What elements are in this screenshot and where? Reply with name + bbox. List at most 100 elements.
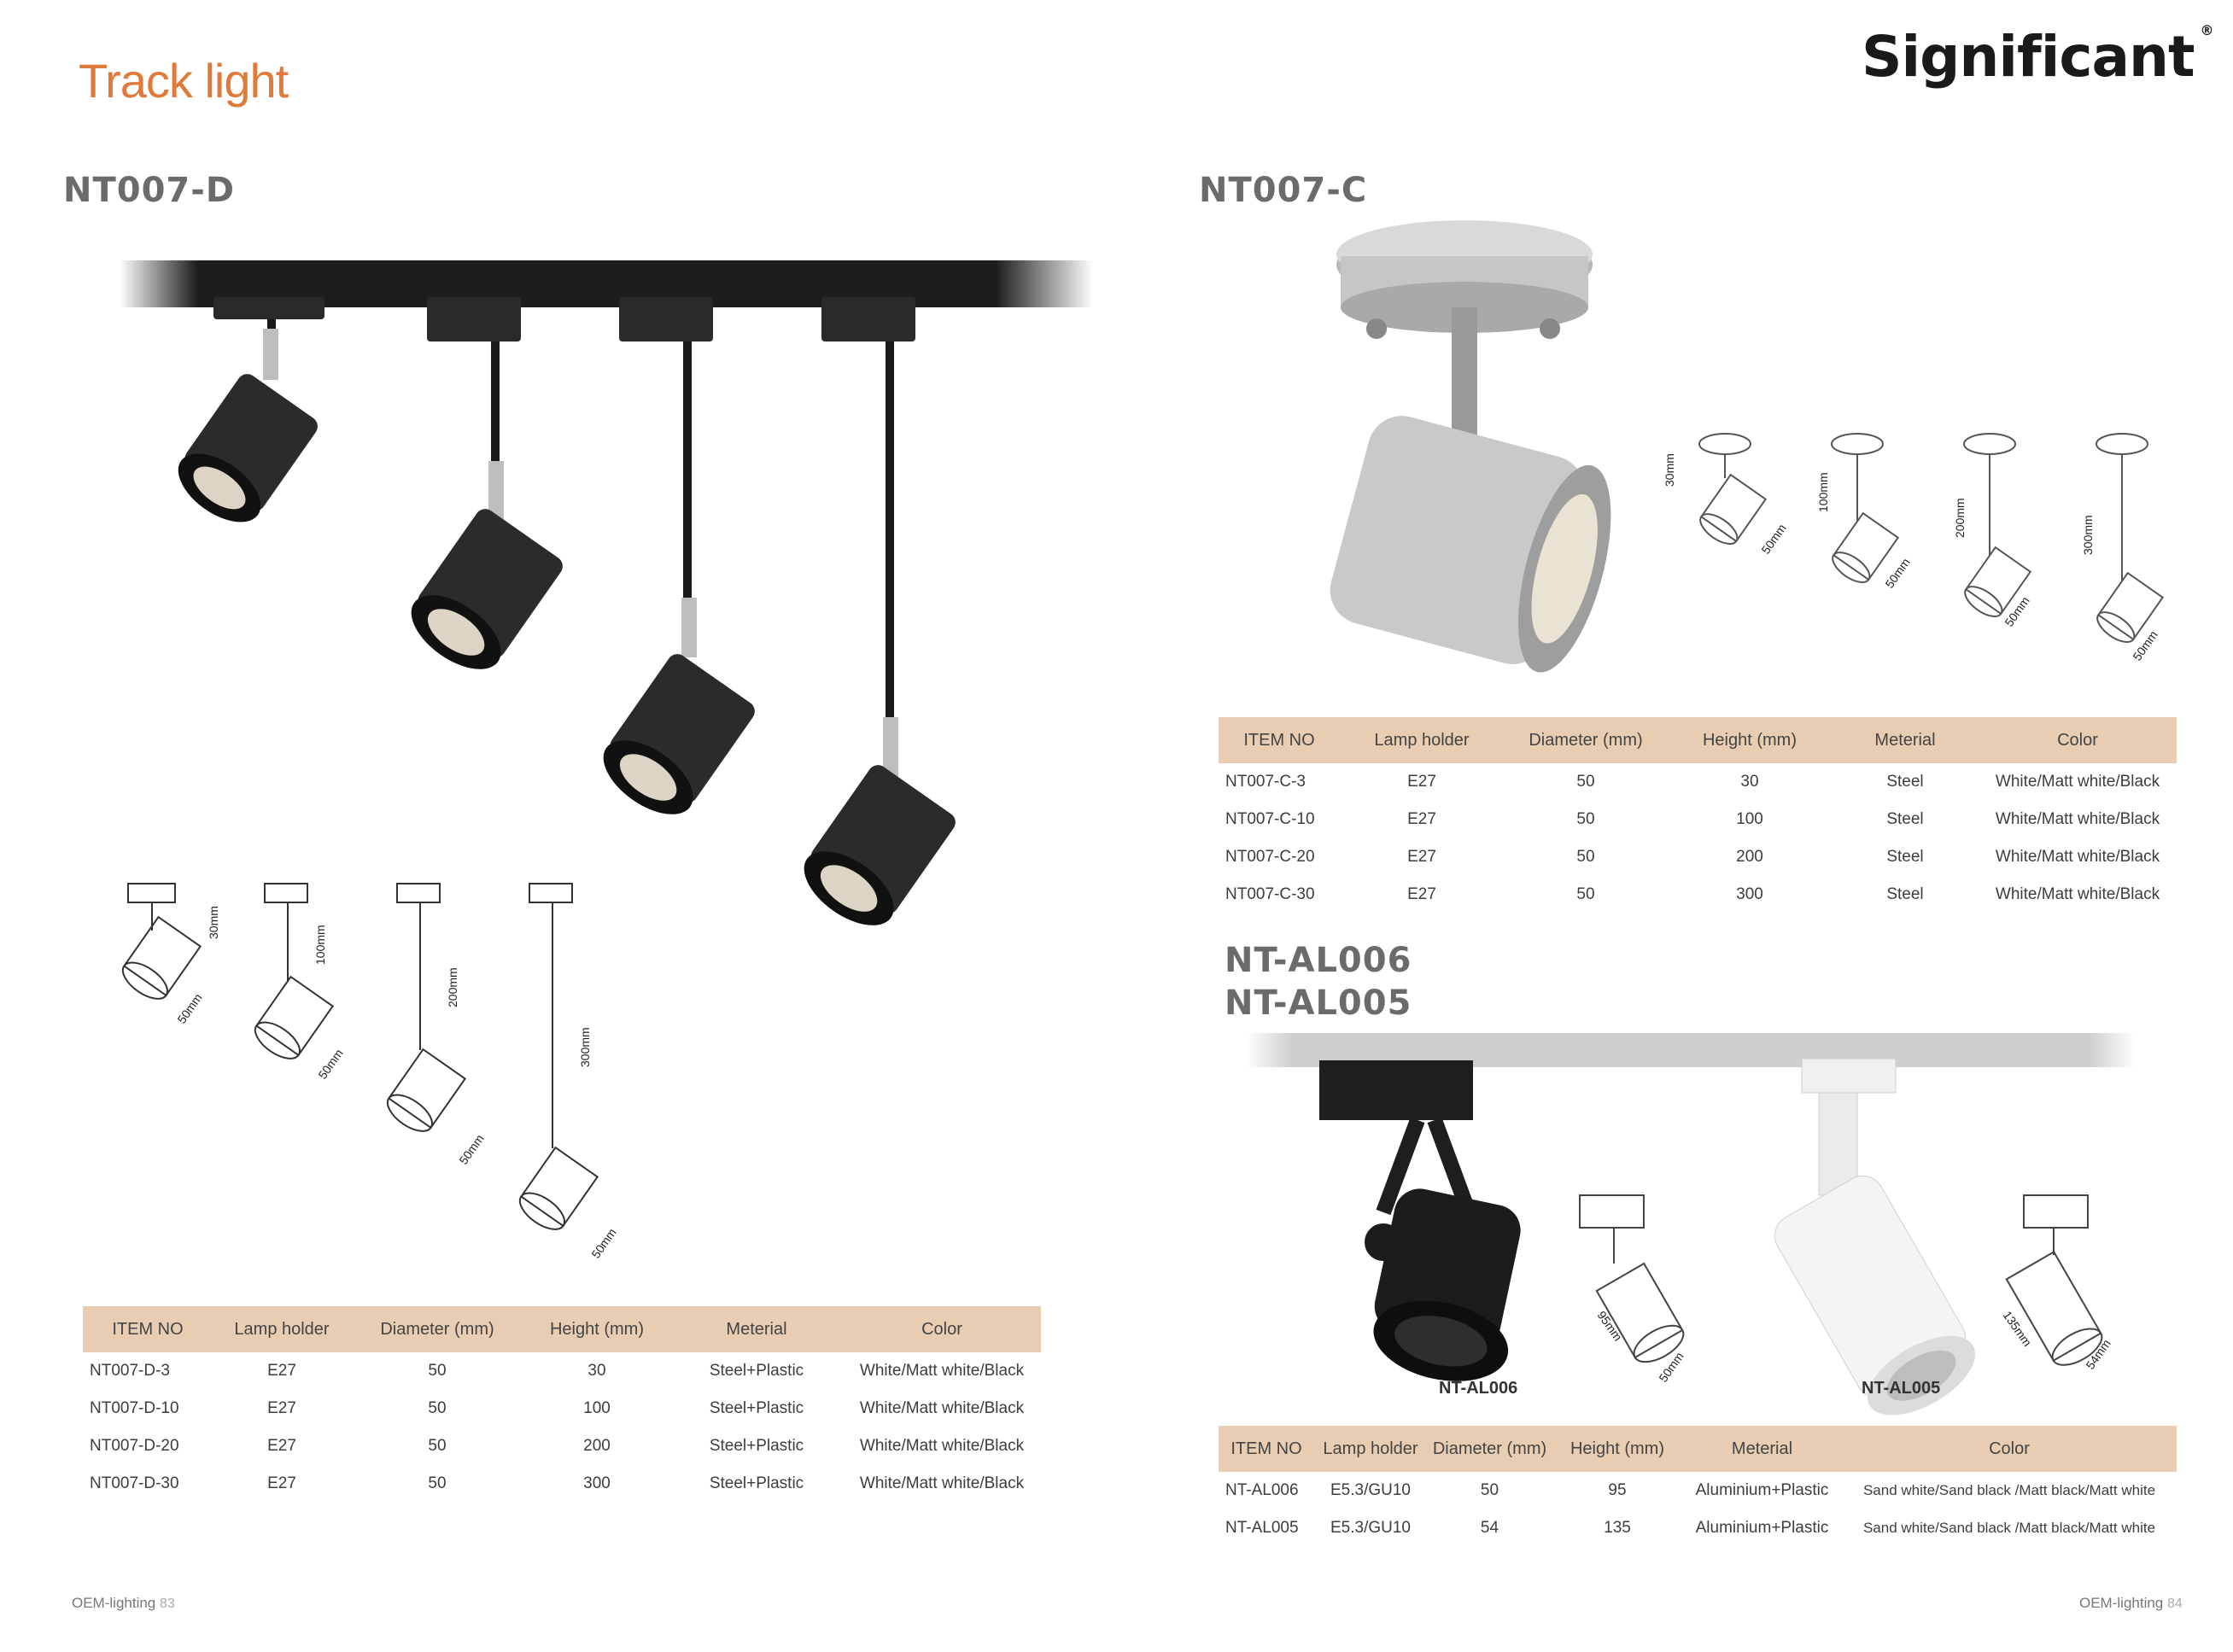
table-cell: Steel+Plastic [709, 1362, 804, 1380]
table-cell: Steel [1886, 885, 1924, 903]
lamp-head [1330, 416, 1611, 673]
column-header: Lamp holder [1314, 1426, 1427, 1472]
column-header: ITEM NO [83, 1306, 213, 1352]
caption-nt-al005: NT-AL005 [1862, 1379, 1941, 1398]
table-cell: 50 [1576, 885, 1595, 903]
page-number: 84 [2167, 1597, 2183, 1611]
column-header: Height (mm) [1668, 717, 1832, 763]
dim-label: 135mm [2001, 1309, 2035, 1349]
table-cell: White/Matt white/Black [859, 1399, 1025, 1417]
table-cell: E27 [1407, 773, 1436, 791]
table-cell: 50 [1576, 773, 1595, 791]
dim-label: 100mm [313, 925, 327, 965]
table-cell: NT007-C-10 [1225, 810, 1315, 828]
table-cell: E5.3/GU10 [1330, 1519, 1411, 1537]
table-cell: E27 [267, 1474, 296, 1492]
table-cell: 30 [1740, 773, 1759, 791]
table-cell: 50 [428, 1362, 447, 1380]
brand-logo: Significant ® [1862, 22, 2214, 90]
column-header: Height (mm) [1552, 1426, 1682, 1472]
table-cell: 100 [583, 1399, 611, 1417]
nt007-c-dimension-drawings: 30mm 50mm 100mm 50mm 200mm 50mm 300mm 50… [1663, 433, 2165, 663]
table-cell: 200 [1736, 848, 1763, 866]
table-cell: 200 [583, 1437, 611, 1455]
table-cell: E27 [1407, 885, 1436, 903]
table-cell: E27 [267, 1399, 296, 1417]
dim-label: 200mm [1953, 498, 1967, 538]
column-header: Color [1979, 717, 2177, 763]
swivel-stem [1452, 307, 1477, 435]
table-cell: Steel [1886, 848, 1924, 866]
table-cell: 50 [1480, 1481, 1499, 1499]
column-header: Meterial [1832, 717, 1979, 763]
column-header: Height (mm) [523, 1306, 670, 1352]
table-header-row: ITEM NO Lamp holder Diameter (mm) Height… [83, 1306, 1041, 1352]
table-cell: 135 [1604, 1519, 1631, 1537]
column-header: ITEM NO [1219, 1426, 1314, 1472]
table-cell: White/Matt white/Black [859, 1362, 1025, 1380]
model-title-nt-al006: NT-AL006 [1225, 941, 1412, 980]
table-cell: 50 [1576, 848, 1595, 866]
spec-table-nt007-d: ITEM NO Lamp holder Diameter (mm) Height… [83, 1306, 1041, 1503]
table-cell: Steel+Plastic [709, 1437, 804, 1455]
footer-left: OEM-lighting 83 [72, 1595, 175, 1612]
table-cell: 95 [1608, 1481, 1627, 1499]
spec-table-nt-al: ITEM NO Lamp holder Diameter (mm) Height… [1219, 1426, 2177, 1547]
table-cell: 300 [1736, 885, 1763, 903]
table-cell: NT007-C-30 [1225, 885, 1315, 903]
dim-label: 30mm [1663, 453, 1676, 487]
nt007-c-product-illustration [1330, 220, 1611, 673]
table-cell: NT-AL006 [1225, 1481, 1299, 1499]
table-cell: Sand white/Sand black /Matt black/Matt w… [1862, 1482, 2156, 1498]
table-cell: E27 [267, 1362, 296, 1380]
nt007-d-product-illustration [120, 260, 1093, 925]
dim-label: 300mm [578, 1027, 592, 1067]
dim-label: 95mm [1595, 1309, 1625, 1344]
column-header: Diameter (mm) [351, 1306, 523, 1352]
registered-mark: ® [2200, 22, 2214, 38]
table-cell: Sand white/Sand black /Matt black/Matt w… [1862, 1520, 2156, 1536]
spec-table-nt007-c: ITEM NO Lamp holder Diameter (mm) Height… [1219, 717, 2177, 914]
table-cell: 54 [1480, 1519, 1499, 1537]
column-header: Lamp holder [1340, 717, 1504, 763]
table-header-row: ITEM NO Lamp holder Diameter (mm) Height… [1219, 1426, 2177, 1472]
table-cell: NT007-D-30 [90, 1474, 179, 1492]
section-title: Track light [79, 54, 289, 108]
table-cell: E27 [267, 1437, 296, 1455]
model-title-nt007-c: NT007-C [1199, 171, 1368, 210]
model-title-nt-al005: NT-AL005 [1225, 984, 1412, 1023]
nt-al-product-illustration: 95mm 50mm 135mm 54mm [1247, 1033, 2135, 1416]
table-cell: E27 [1407, 810, 1436, 828]
table-cell: Aluminium+Plastic [1695, 1519, 1829, 1537]
table-cell: White/Matt white/Black [1995, 773, 2160, 791]
table-cell: 50 [428, 1437, 447, 1455]
footer-label: OEM-lighting [72, 1595, 156, 1611]
column-header: Diameter (mm) [1427, 1426, 1552, 1472]
dim-label: 100mm [1816, 472, 1830, 512]
nt007-d-dimension-drawings: 30mm 50mm 100mm 50mm 200mm 50mm 300mm 50… [121, 883, 619, 1261]
brand-name: Significant [1862, 24, 2195, 90]
model-title-nt007-d: NT007-D [63, 171, 236, 210]
dim-label: 300mm [2081, 515, 2095, 555]
column-header: ITEM NO [1219, 717, 1340, 763]
al006-lamp-head [1373, 1188, 1521, 1381]
column-header: Color [843, 1306, 1041, 1352]
column-header: Color [1842, 1426, 2177, 1472]
table-cell: NT007-C-20 [1225, 848, 1315, 866]
table-cell: White/Matt white/Black [859, 1474, 1025, 1492]
table-cell: Steel [1886, 773, 1924, 791]
table-cell: NT007-D-3 [90, 1362, 170, 1380]
footer-label: OEM-lighting [2079, 1595, 2164, 1611]
table-cell: Steel+Plastic [709, 1474, 804, 1492]
table-cell: E5.3/GU10 [1330, 1481, 1411, 1499]
table-cell: White/Matt white/Black [859, 1437, 1025, 1455]
footer-right: OEM-lighting 84 [2079, 1595, 2183, 1612]
al005-lamp-head [1774, 1176, 1976, 1416]
